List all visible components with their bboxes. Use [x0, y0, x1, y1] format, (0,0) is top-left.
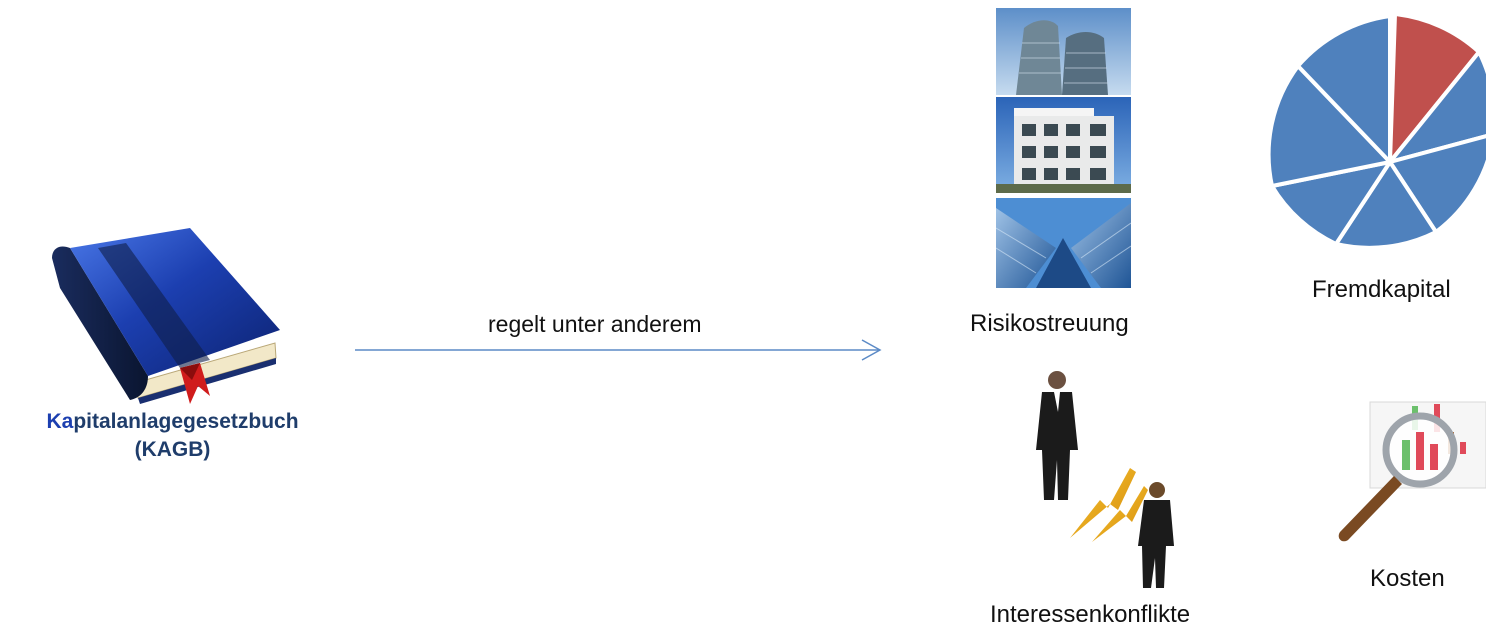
debt-label: Fremdkapital: [1312, 276, 1451, 303]
arrow: [355, 339, 882, 361]
arrow-label: regelt unter anderem: [488, 311, 702, 337]
book-icon: [52, 228, 280, 404]
kagb-title-rest: pitalanlagegesetzbuch: [73, 410, 299, 433]
costs-label: Kosten: [1370, 565, 1445, 592]
magnifier-chart-icon: [1338, 401, 1486, 542]
risk-label: Risikostreuung: [970, 310, 1129, 337]
buildings-photos: [996, 8, 1131, 288]
business-people-conflict-icon: [1036, 371, 1174, 588]
conflicts-label: Interessenkonflikte: [990, 601, 1191, 628]
kagb-title-bold: Ka: [46, 410, 74, 433]
pie-chart-icon: [1266, 12, 1486, 250]
kagb-title: Kapitalanlagegesetzbuch: [0, 410, 345, 434]
kagb-abbreviation: (KAGB): [134, 438, 211, 461]
